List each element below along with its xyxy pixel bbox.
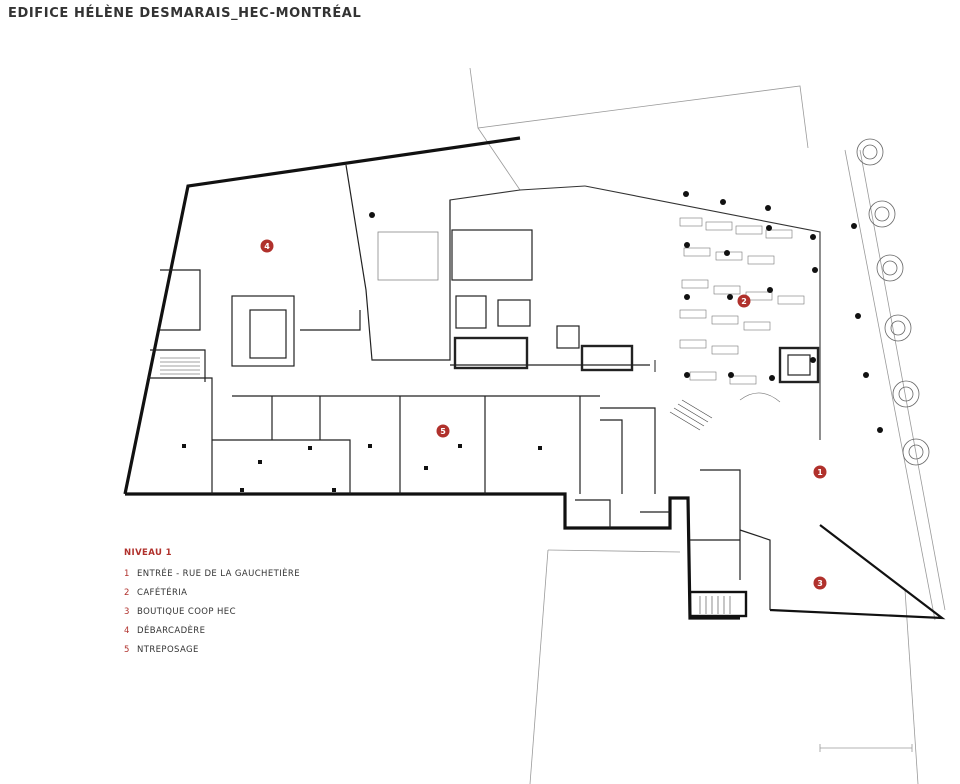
legend-item-number: 5 [124,645,130,655]
legend-item-label: NTREPOSAGE [137,645,199,655]
outer-walls [123,136,946,620]
legend: NIVEAU 1 1 ENTRÉE - RUE DE LA GAUCHETIÈR… [124,548,300,664]
legend-item-number: 3 [124,607,130,617]
cafeteria-envelope [449,185,821,440]
marker-label: 1 [817,468,823,477]
stairs [160,357,731,614]
legend-item-number: 2 [124,588,130,598]
legend-item: 5 NTREPOSAGE [124,645,300,664]
legend-item: 1 ENTRÉE - RUE DE LA GAUCHETIÈRE [124,569,300,588]
space-marker-4: 4 [260,239,274,253]
space-marker-2: 2 [737,294,751,308]
space-marker-1: 1 [813,465,827,479]
legend-item-label: CAFÉTÉRIA [137,588,188,598]
legend-heading: NIVEAU 1 [124,548,172,558]
cafeteria-tables [679,217,805,403]
legend-item: 4 DÉBARCADÈRE [124,626,300,645]
page-title: EDIFICE HÉLÈNE DESMARAIS_HEC-MONTRÉAL [8,6,362,21]
space-marker-5: 5 [436,424,450,438]
street-trees [856,138,930,466]
marker-label: 4 [264,242,270,251]
marker-label: 5 [440,427,446,436]
legend-item: 3 BOUTIQUE COOP HEC [124,607,300,626]
legend-item-number: 4 [124,626,130,636]
context-lines [469,67,946,784]
interior-walls [148,164,820,610]
marker-label: 3 [817,579,823,588]
marker-label: 2 [741,297,747,306]
legend-item-label: ENTRÉE - RUE DE LA GAUCHETIÈRE [137,569,300,579]
legend-item-label: DÉBARCADÈRE [137,626,206,636]
columns [369,191,883,433]
legend-item-label: BOUTIQUE COOP HEC [137,607,236,617]
room-posts [182,444,542,492]
space-marker-3: 3 [813,576,827,590]
legend-item: 2 CAFÉTÉRIA [124,588,300,607]
legend-item-number: 1 [124,569,130,579]
